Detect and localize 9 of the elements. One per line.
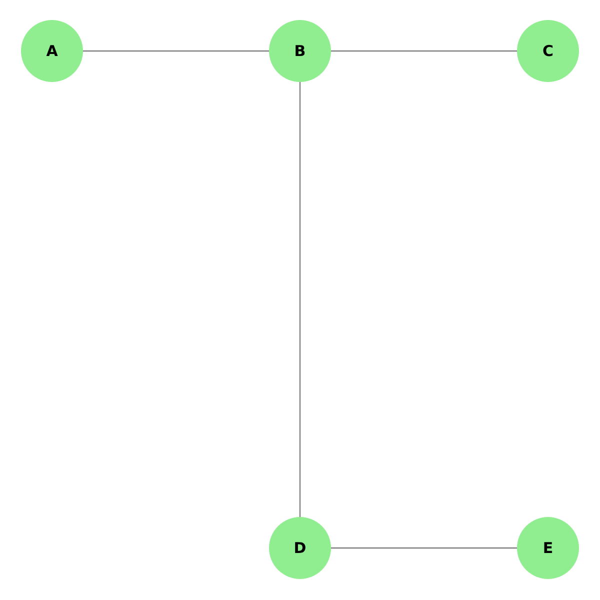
connector-line (83, 50, 269, 52)
node-label: B (294, 42, 306, 60)
node-label: C (542, 42, 554, 60)
connector-line (331, 547, 517, 549)
node-label: E (542, 539, 554, 557)
node-label: A (46, 42, 58, 60)
connector-line (331, 50, 517, 52)
node-label: D (294, 539, 306, 557)
connector-line (299, 82, 301, 517)
